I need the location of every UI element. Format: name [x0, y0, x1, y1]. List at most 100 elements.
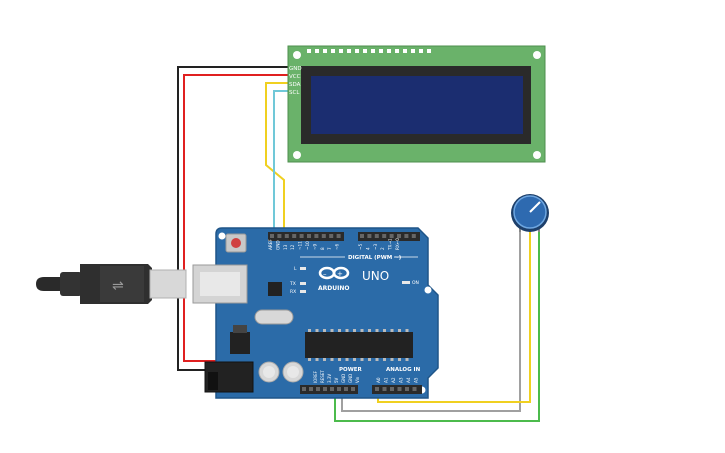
header-hole — [302, 387, 306, 391]
usb-icon: ⇌ — [112, 278, 124, 294]
header-hole — [316, 387, 320, 391]
chip-pin — [360, 358, 364, 361]
arduino-logo: – + ARDUINO UNO — [318, 266, 389, 292]
wire-pot-vcc[interactable] — [334, 226, 540, 422]
power-pin-label: GND — [341, 374, 346, 383]
led-l — [300, 267, 306, 270]
header-hole — [277, 234, 282, 238]
chip-pin — [368, 329, 371, 332]
digital-pin-label: ~5 — [358, 243, 363, 250]
header-hole — [284, 234, 289, 238]
lcd-module[interactable]: GND VCC SDA SCL — [287, 45, 546, 163]
voltage-regulator — [230, 332, 250, 354]
arduino-mount-hole — [218, 232, 226, 240]
lcd-header-pin — [379, 49, 383, 53]
wire-scl[interactable] — [273, 90, 288, 236]
lcd-header-pin — [331, 49, 335, 53]
digital-pin-label: TX→1 — [388, 238, 393, 251]
header-hole — [397, 387, 402, 391]
atmega-chip — [305, 332, 413, 358]
digital-pin-label: ~3 — [373, 243, 378, 250]
analog-pin-label: A5 — [414, 377, 419, 383]
header-hole — [314, 234, 319, 238]
capacitor-top — [263, 366, 275, 378]
digital-pin-label: ~11 — [298, 241, 303, 250]
chip-pin — [315, 358, 319, 361]
header-hole — [307, 234, 311, 238]
digital-pin-label: GND — [275, 240, 280, 250]
header-hole — [270, 234, 274, 238]
header-hole — [323, 387, 327, 391]
header-hole — [412, 387, 417, 391]
chip-pin — [398, 329, 401, 332]
digital-pin-label: ~9 — [312, 243, 317, 250]
chip-pin — [338, 329, 341, 332]
led-tx-label: TX — [289, 281, 296, 287]
led-l-label: L — [294, 266, 297, 272]
header-hole — [367, 234, 372, 238]
chip-pin — [390, 329, 394, 332]
chip-pin — [308, 329, 311, 332]
usb-plug-metal — [149, 269, 187, 299]
power-header[interactable] — [300, 385, 358, 394]
power-pin-label: Vin — [355, 376, 360, 383]
analog-pin-label: A3 — [399, 377, 404, 383]
header-hole — [411, 234, 416, 238]
digital-pin-label: 7 — [327, 247, 332, 250]
digital-pin-label: 12 — [290, 244, 295, 250]
digital-header-holes — [270, 234, 416, 238]
header-hole — [299, 234, 304, 238]
header-hole — [404, 234, 409, 238]
power-pin-label: RESET — [320, 370, 325, 383]
lcd-header-pin — [323, 49, 327, 53]
lcd-header-pin — [411, 49, 415, 53]
led-rx — [300, 290, 306, 293]
chip-pin — [330, 329, 334, 332]
analog-header[interactable] — [372, 385, 422, 394]
wire-gnd-lcd[interactable] — [177, 66, 288, 371]
usb-plug-grip — [100, 266, 144, 302]
wires — [177, 66, 540, 422]
header-hole — [336, 234, 341, 238]
chip-pin — [405, 329, 409, 332]
infinity-icon-right — [332, 266, 350, 280]
lcd-header-pin — [395, 49, 399, 53]
lcd-header-pin — [315, 49, 319, 53]
header-hole — [390, 387, 394, 391]
header-hole — [330, 387, 334, 391]
chip-pin — [308, 358, 311, 361]
lcd-header-pin — [419, 49, 423, 53]
infinity-plus: + — [337, 270, 343, 278]
lcd-pin-scl: SCL — [289, 90, 300, 96]
led-rx-label: RX — [290, 289, 296, 295]
lcd-header-pin — [363, 49, 367, 53]
led-on-label: ON — [412, 280, 419, 286]
chip-pin — [390, 358, 394, 361]
digital-pin-label: AREF — [268, 239, 273, 250]
lcd-mount-hole — [293, 51, 301, 59]
header-hole — [292, 234, 297, 238]
lcd-pin-sda: SDA — [289, 82, 301, 88]
header-hole — [397, 234, 401, 238]
power-pin-label: 5V — [334, 377, 339, 383]
digital-pin-label: ~10 — [305, 241, 310, 250]
arduino-model: UNO — [362, 269, 389, 283]
header-hole — [337, 387, 341, 391]
usb-cable[interactable]: ⇌ — [36, 264, 187, 304]
digital-pin-label: 2 — [380, 247, 385, 250]
potentiometer[interactable] — [511, 194, 549, 232]
atmega-chip-pins — [308, 329, 409, 361]
arduino-board[interactable]: L TX RX ON – + ARDUINO UNO DIGITAL (PWM … — [192, 227, 439, 399]
header-hole — [360, 234, 364, 238]
chip-pin — [368, 358, 371, 361]
lcd-mount-hole — [293, 151, 301, 159]
digital-header-low[interactable] — [268, 232, 344, 241]
lcd-pin-vcc: VCC — [289, 74, 301, 80]
wire-sda[interactable] — [265, 82, 288, 236]
chip-pin — [353, 358, 356, 361]
chip-pin — [375, 358, 379, 361]
digital-header-high[interactable] — [358, 232, 420, 241]
